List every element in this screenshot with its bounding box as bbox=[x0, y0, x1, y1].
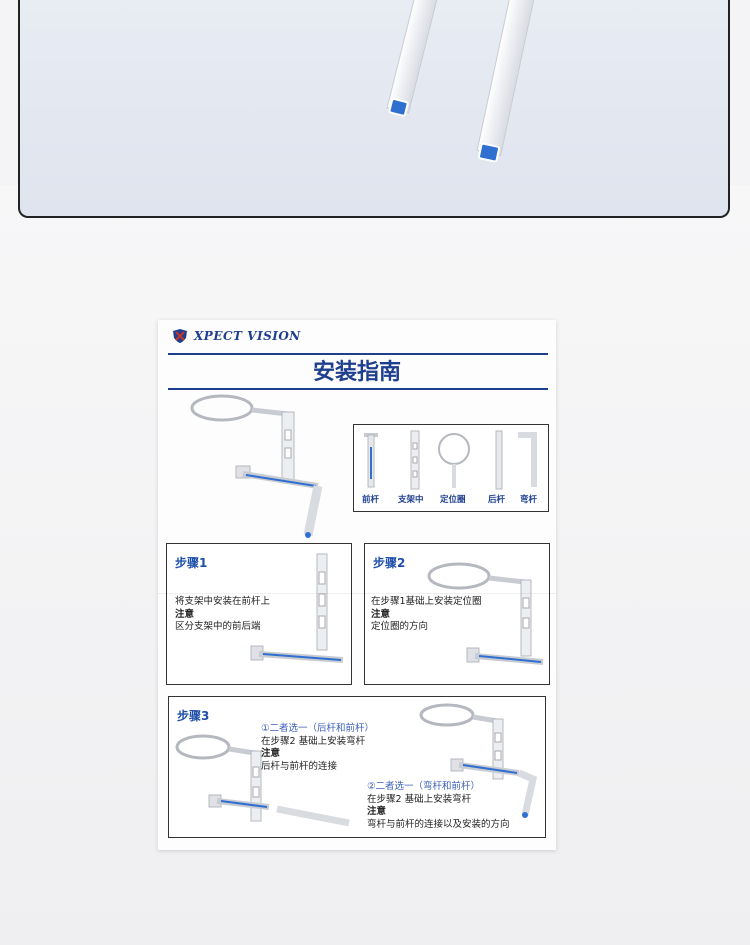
step3-option1-heading: ①二者选一（后杆和前杆） bbox=[261, 723, 375, 734]
instruction-sheet: XPECT VISION 安装指南 前杆 支架中 bbox=[158, 320, 556, 850]
part-label-ring: 定位圈 bbox=[440, 495, 466, 505]
step3-option2-text: ②二者选一（弯杆和前杆） 在步骤2 基础上安装弯杆 注意 弯杆与前杆的连接以及安… bbox=[367, 781, 510, 831]
step1-title: 步骤1 bbox=[175, 556, 208, 570]
brand-name: XPECT VISION bbox=[194, 329, 301, 343]
step2-note: 定位圈的方向 bbox=[371, 621, 429, 632]
parts-illustration bbox=[364, 430, 537, 490]
step1-panel: 步骤1 将支架中安装在前杆上 注意 区分支架中的前后端 bbox=[166, 543, 352, 685]
step2-illustration bbox=[427, 562, 544, 665]
step3-illustration-option1 bbox=[175, 734, 350, 827]
step3-option2-line1: 在步骤2 基础上安装弯杆 bbox=[367, 793, 472, 805]
step1-illustration bbox=[250, 553, 344, 663]
paper-fold-line bbox=[158, 593, 556, 594]
title-rule-top bbox=[168, 353, 548, 355]
step2-panel: 步骤2 在步骤1基础上安装定位圈 注意 定位圈的方向 bbox=[364, 543, 550, 685]
step3-option1-text: ①二者选一（后杆和前杆） 在步骤2 基础上安装弯杆 注意 后杆与前杆的连接 bbox=[261, 723, 374, 773]
guide-title: 安装指南 bbox=[312, 360, 401, 385]
step3-title: 步骤3 bbox=[177, 709, 210, 723]
step3-option2-heading: ②二者选一（弯杆和前杆） bbox=[367, 781, 481, 792]
part-label-bracket: 支架中 bbox=[398, 495, 424, 505]
step2-text: 在步骤1基础上安装定位圈 注意 定位圈的方向 bbox=[371, 596, 482, 634]
step1-text: 将支架中安装在前杆上 注意 区分支架中的前后端 bbox=[175, 596, 270, 634]
assembled-stand-illustration bbox=[190, 394, 323, 538]
parts-panel: 前杆 支架中 定位圈 后杆 弯杆 bbox=[353, 424, 549, 512]
step3-option1-note: 后杆与前杆的连接 bbox=[261, 760, 338, 772]
step3-option2-note: 弯杆与前杆的连接以及安装的方向 bbox=[367, 818, 510, 830]
step3-panel: 步骤3 ①二者选一（后杆和前杆） 在步骤2 基础上安装弯杆 注意 后杆与前杆的连… bbox=[168, 696, 546, 838]
step3-illustration-option2 bbox=[419, 703, 538, 818]
rods-illustration bbox=[386, 0, 539, 163]
part-label-front-rod: 前杆 bbox=[362, 495, 380, 505]
shield-logo-icon bbox=[173, 329, 187, 343]
step3-option1-line1: 在步骤2 基础上安装弯杆 bbox=[261, 735, 366, 747]
step2-note-label: 注意 bbox=[371, 608, 391, 620]
step3-option1-note-label: 注意 bbox=[261, 748, 281, 759]
title-rule-bottom bbox=[168, 388, 548, 390]
product-photo bbox=[18, 0, 730, 218]
step1-note: 区分支架中的前后端 bbox=[175, 621, 261, 632]
step3-option2-note-label: 注意 bbox=[367, 806, 387, 817]
step2-title: 步骤2 bbox=[373, 556, 406, 570]
step1-note-label: 注意 bbox=[175, 608, 195, 620]
part-label-bent-rod: 弯杆 bbox=[520, 495, 538, 505]
step2-line1: 在步骤1基础上安装定位圈 bbox=[371, 596, 482, 607]
part-label-rear-rod: 后杆 bbox=[488, 495, 506, 505]
brand: XPECT VISION bbox=[172, 328, 301, 344]
step1-line1: 将支架中安装在前杆上 bbox=[175, 596, 271, 607]
